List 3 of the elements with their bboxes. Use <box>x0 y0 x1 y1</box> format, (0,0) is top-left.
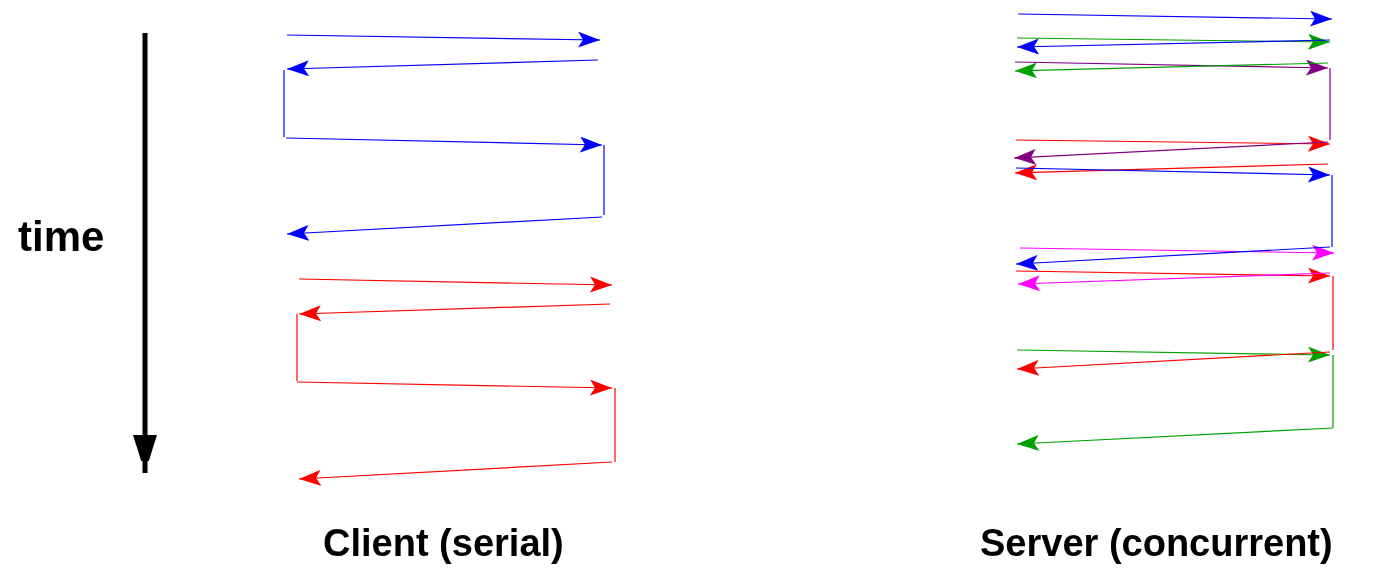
column-caption: Client (serial) <box>323 522 564 565</box>
axis-label: time <box>18 213 105 261</box>
column-caption: Server (concurrent) <box>980 522 1333 565</box>
